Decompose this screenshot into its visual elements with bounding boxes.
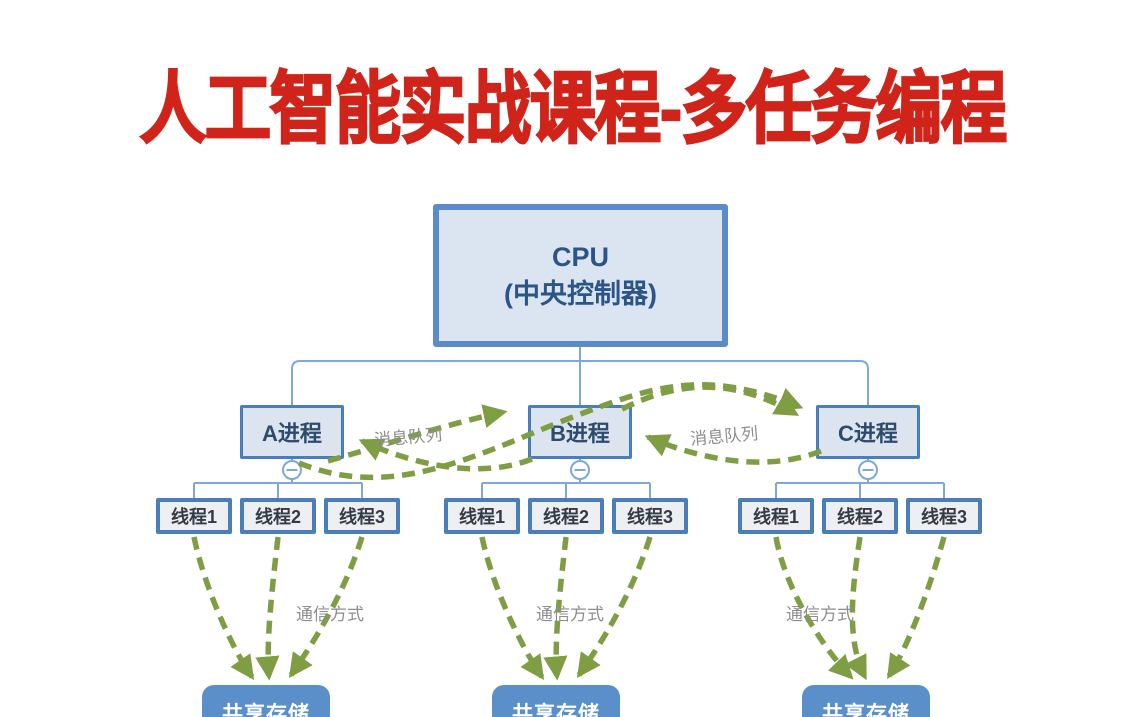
thread-node-b2: 线程2 xyxy=(528,498,604,534)
arrow-comm-c-thread3 xyxy=(886,536,947,680)
edge-label-comm-b: 通信方式 xyxy=(536,605,604,624)
cpu-label-line1: CPU xyxy=(551,242,609,273)
thread-node-c1: 线程1 xyxy=(738,498,814,534)
cpu-branch-rail xyxy=(291,360,869,405)
edge-label-message-queue-ab: 消息队列 xyxy=(373,425,443,450)
shared-storage-node-a: 共享存储 xyxy=(202,685,330,717)
thread-node-b1: 线程1 xyxy=(444,498,520,534)
shared-storage-node-c: 共享存储 xyxy=(802,685,930,717)
shared-storage-node-b: 共享存储 xyxy=(492,685,620,717)
thread-node-c3: 线程3 xyxy=(906,498,982,534)
edge-label-comm-c: 通信方式 xyxy=(786,605,854,624)
cpu-node: CPU (中央控制器) xyxy=(433,204,728,347)
process-node-c: C进程 xyxy=(816,405,920,459)
arrow-comm-a-thread1 xyxy=(191,536,255,680)
collapse-minus-icon xyxy=(570,460,590,480)
collapse-minus-icon xyxy=(282,460,302,480)
thread-node-c2: 线程2 xyxy=(822,498,898,534)
thread-stubs xyxy=(193,483,945,498)
process-collapse-stems xyxy=(291,459,869,483)
arrow-msgqueue-b-to-c xyxy=(620,384,800,417)
edge-label-comm-a: 通信方式 xyxy=(296,605,364,624)
thread-node-a1: 线程1 xyxy=(156,498,232,534)
cpu-label-line2: (中央控制器) xyxy=(504,278,657,309)
collapse-minus-icon xyxy=(858,460,878,480)
thread-node-b3: 线程3 xyxy=(612,498,688,534)
process-node-b: B进程 xyxy=(528,405,632,459)
thread-node-a2: 线程2 xyxy=(240,498,316,534)
page-title: 人工智能实战课程-多任务编程 xyxy=(139,64,1008,154)
thread-node-a3: 线程3 xyxy=(324,498,400,534)
process-node-a: A进程 xyxy=(240,405,344,459)
arrow-comm-a-thread2 xyxy=(255,536,281,681)
edge-label-message-queue-bc: 消息队列 xyxy=(689,424,759,449)
